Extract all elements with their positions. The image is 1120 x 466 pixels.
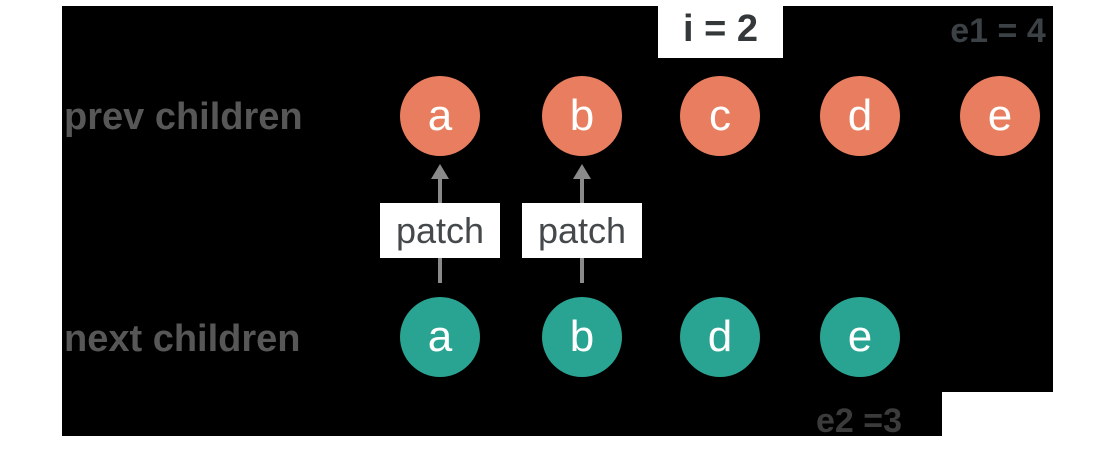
end-pointer-e2: e2 =3 [815,402,903,440]
patch-label-box: patch [380,203,500,258]
arrow-line [580,258,584,283]
arrow-line [580,178,584,203]
next-child-node-e: e [820,297,900,377]
next-child-node-a: a [400,297,480,377]
prev-child-node-e: e [960,76,1040,156]
next-children-row-label: next children [64,318,301,360]
patch-label-box: patch [522,203,642,258]
prev-child-node-b: b [542,76,622,156]
prev-child-node-c: c [680,76,760,156]
arrow-line [438,258,442,283]
next-child-node-d: d [680,297,760,377]
prev-children-row-label: prev children [64,96,303,138]
arrow-up-icon [573,164,591,179]
arrow-line [438,178,442,203]
index-pointer-i: i = 2 [658,0,783,58]
patch-connector-a: patch [380,164,500,283]
arrow-up-icon [431,164,449,179]
canvas-corner-notch [942,392,1120,466]
end-pointer-e1: e1 = 4 [950,12,1046,50]
patch-connector-b: patch [522,164,642,283]
next-child-node-b: b [542,297,622,377]
prev-child-node-d: d [820,76,900,156]
prev-child-node-a: a [400,76,480,156]
